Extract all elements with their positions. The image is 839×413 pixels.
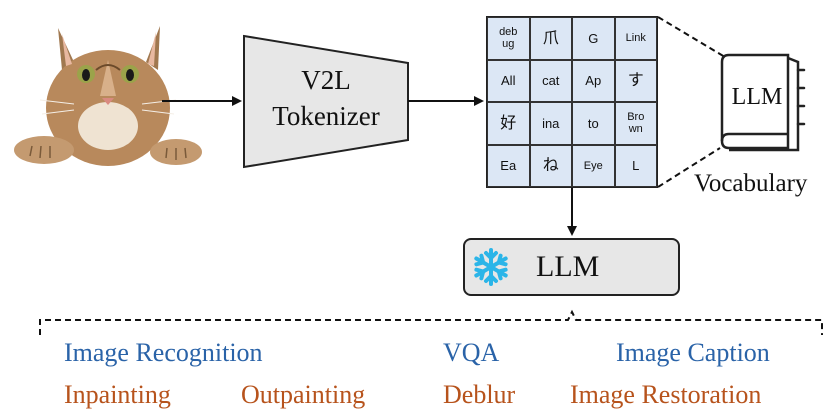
llm-label: LLM	[536, 250, 600, 283]
task-image-recognition: Image Recognition	[64, 338, 263, 367]
cat-image	[14, 26, 202, 166]
task-vqa: VQA	[443, 338, 500, 367]
task-image-caption: Image Caption	[616, 338, 770, 367]
vocab-cell: Ap	[572, 59, 615, 102]
tokenizer-line1: V2L	[301, 65, 351, 95]
tokenizer-line2: Tokenizer	[272, 101, 380, 131]
vocab-cell: deb ug	[487, 17, 530, 60]
task-deblur: Deblur	[443, 380, 516, 409]
vocab-cell: to	[572, 102, 615, 145]
vocab-cell: ね	[529, 144, 572, 187]
vocab-cell: G	[572, 17, 615, 60]
zoom-line-bottom	[657, 147, 721, 188]
task-outpainting: Outpainting	[241, 380, 366, 409]
vocab-cell: L	[614, 144, 657, 187]
task-image-restoration: Image Restoration	[570, 380, 762, 409]
zoom-line-top	[657, 16, 726, 58]
task-inpainting: Inpainting	[64, 380, 171, 409]
llm-box	[463, 238, 680, 296]
book-icon	[720, 53, 806, 152]
vocab-cell: Eye	[572, 144, 615, 187]
vocab-cell: ina	[529, 102, 572, 145]
vocab-cell: Ea	[487, 144, 530, 187]
tokenizer-label: V2L Tokenizer	[244, 62, 408, 134]
vocab-cell: す	[614, 59, 657, 102]
vocab-cell: Bro wn	[614, 102, 657, 145]
book-title: LLM	[731, 84, 783, 110]
vocab-cell: 好	[487, 102, 530, 145]
vocabulary-label: Vocabulary	[694, 170, 808, 197]
vocab-cell: All	[487, 59, 530, 102]
vocab-grid: deb ug 爪 G Link All cat Ap す 好 ina to Br…	[486, 16, 658, 188]
snowflake-icon	[474, 248, 508, 286]
vocab-cell: Link	[614, 17, 657, 60]
vocab-cell: 爪	[529, 17, 572, 60]
vocab-cell: cat	[529, 59, 572, 102]
tokenizer-shape	[243, 34, 409, 169]
task-brace	[39, 309, 823, 335]
